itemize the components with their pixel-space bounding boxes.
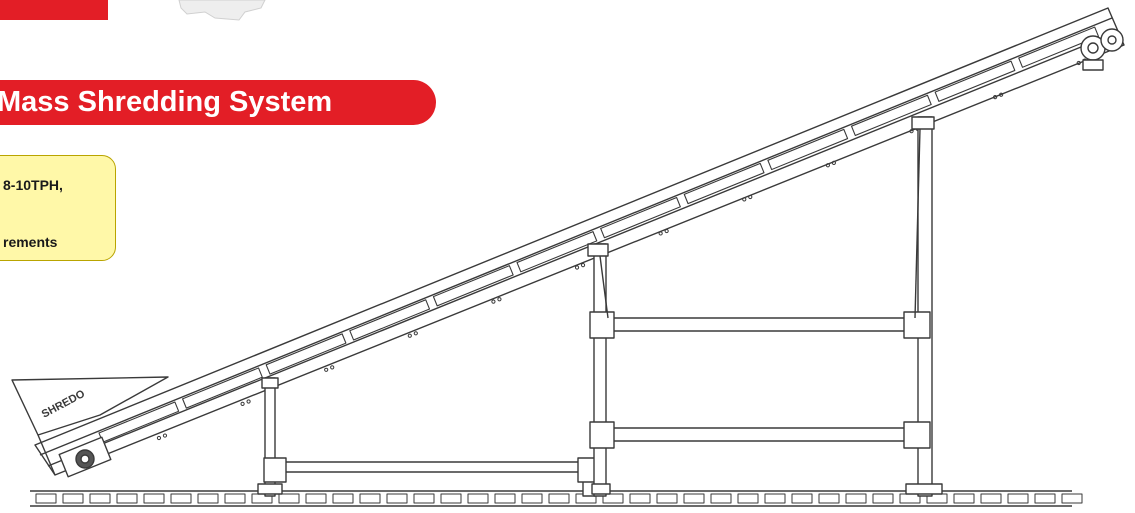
floor-grating-cell: [1034, 493, 1056, 504]
shredder-machine-image: [178, 0, 266, 21]
conveyor-belt: [34, 7, 1125, 476]
floor-grating-cell: [278, 493, 300, 504]
floor-grating-cell: [359, 493, 381, 504]
support-frame-mid: [257, 116, 943, 497]
belt-bolt: [831, 160, 836, 165]
floor-grating: [30, 490, 1083, 507]
floor-grating-cell: [386, 493, 408, 504]
floor-grating-cell: [602, 493, 624, 504]
floor-grating-cell: [899, 493, 921, 504]
belt-panel: [432, 265, 514, 307]
title-banner: Mass Shredding System: [0, 80, 436, 125]
belt-bolt: [999, 92, 1004, 97]
belt-bolt: [825, 163, 830, 168]
floor-grating-cell: [710, 493, 732, 504]
floor-grating-cell: [89, 493, 111, 504]
spec-capacity: 8-10TPH,: [3, 177, 63, 193]
floor-grating-cell: [197, 493, 219, 504]
belt-panel: [767, 128, 849, 171]
floor-grating-cell: [1061, 493, 1083, 504]
feed-hopper: [11, 376, 169, 476]
belt-panel: [1018, 26, 1100, 68]
tail-drum: [58, 436, 112, 478]
floor-grating-cell: [980, 493, 1002, 504]
belt-bolt: [742, 197, 747, 202]
floor-grating-cell: [548, 493, 570, 504]
floor-grating-cell: [467, 493, 489, 504]
floor-grating-cell: [116, 493, 138, 504]
belt-bolt: [580, 263, 586, 268]
floor-grating-cell: [494, 493, 516, 504]
belt-bolt: [491, 299, 496, 304]
belt-bolt: [156, 435, 162, 441]
belt-bolt: [664, 228, 669, 234]
belt-panel: [182, 367, 263, 409]
belt-bolt: [1076, 60, 1081, 66]
floor-grating-cell: [764, 493, 786, 504]
floor-grating-cell: [332, 493, 354, 504]
belt-bolt: [909, 129, 914, 134]
floor-grating-cell: [737, 493, 759, 504]
floor-grating-cell: [818, 493, 840, 504]
floor-grating-cell: [305, 493, 327, 504]
floor-grating-cell: [629, 493, 651, 504]
belt-panel: [600, 196, 681, 239]
spec-requirements: rements: [3, 234, 58, 250]
support-frame-low: [261, 377, 601, 497]
belt-bolt: [993, 95, 998, 100]
belt-bolt: [407, 333, 412, 338]
floor-grating-cell: [521, 493, 543, 504]
floor-grating-cell: [953, 493, 975, 504]
floor-grating-cell: [440, 493, 462, 504]
belt-bolt: [330, 365, 335, 370]
floor-grating-cell: [224, 493, 246, 504]
floor-grating-cell: [791, 493, 813, 504]
belt-bolt: [413, 331, 418, 336]
floor-grating-cell: [413, 493, 435, 504]
floor-grating-cell: [170, 493, 192, 504]
belt-bolt: [658, 231, 663, 236]
floor-grating-cell: [35, 493, 57, 504]
belt-panel: [265, 333, 347, 375]
spec-box: 8-10TPH, rements: [0, 155, 116, 261]
floor-grating-cell: [62, 493, 84, 504]
belt-panel: [516, 231, 598, 273]
belt-bolt: [748, 194, 753, 200]
floor-grating-cell: [1007, 493, 1029, 504]
belt-bolt: [497, 297, 502, 302]
belt-bolt: [162, 433, 168, 438]
head-drive: [1080, 28, 1124, 71]
red-header-tab: [0, 0, 108, 20]
floor-grating-cell: [872, 493, 894, 504]
belt-panel: [683, 162, 765, 205]
floor-grating-cell: [845, 493, 867, 504]
floor-grating-cell: [143, 493, 165, 504]
belt-bolt: [246, 399, 251, 404]
belt-bolt: [324, 367, 329, 372]
page-title: Mass Shredding System: [0, 86, 333, 118]
belt-panel: [349, 299, 431, 341]
floor-grating-cell: [656, 493, 678, 504]
belt-bolt: [574, 265, 580, 270]
belt-bolt: [240, 401, 245, 406]
belt-panel: [850, 94, 932, 137]
belt-panel: [934, 60, 1016, 102]
floor-grating-cell: [683, 493, 705, 504]
